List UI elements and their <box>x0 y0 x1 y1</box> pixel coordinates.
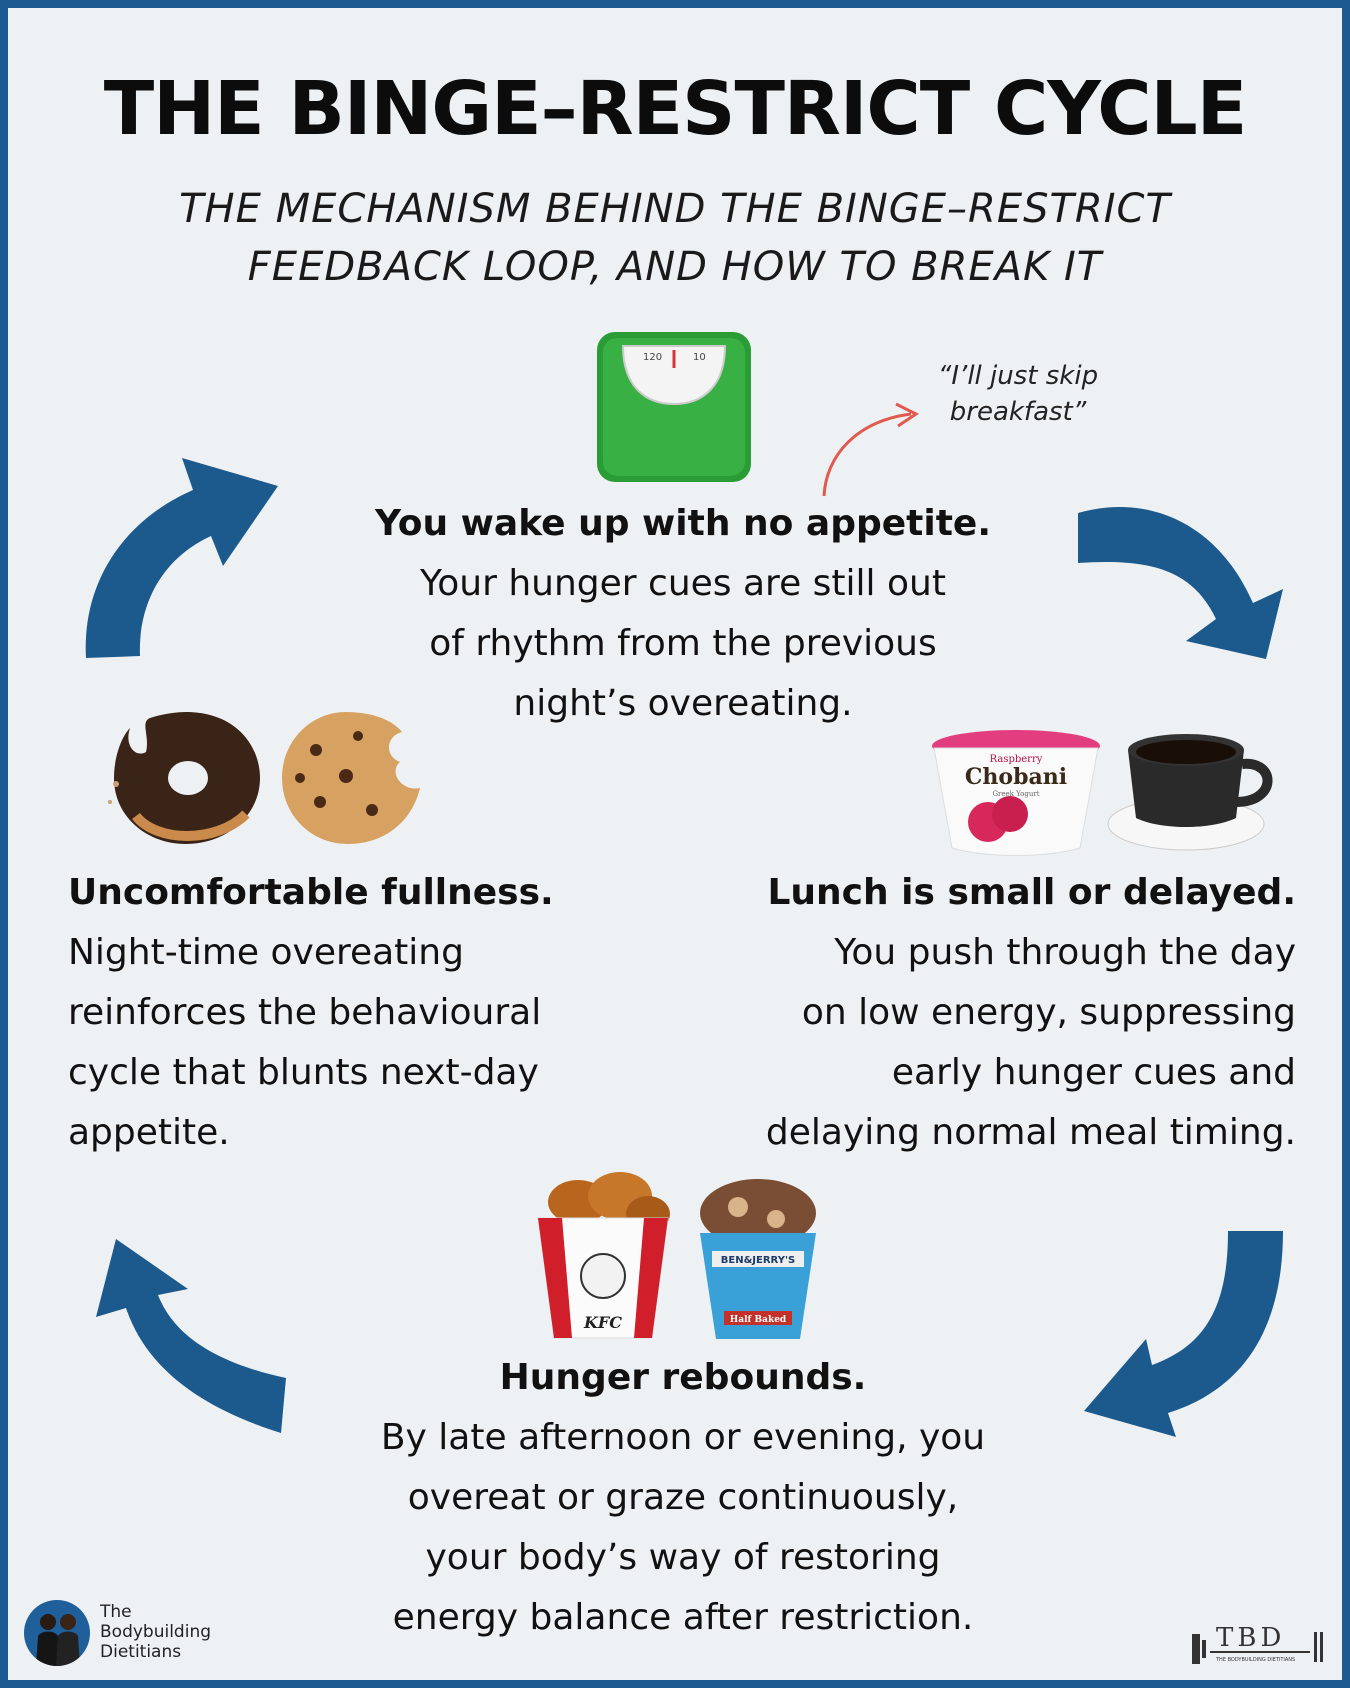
arrow-cycle-icon-top-left <box>85 458 278 658</box>
quote-arrow-icon <box>822 402 919 497</box>
icecream-brand: BEN&JERRY'S <box>721 1255 795 1266</box>
brand-line: Dietitians <box>100 1642 182 1662</box>
step-text-line: You push through the day <box>834 932 1296 973</box>
step-text-line: of rhythm from the previous <box>429 623 937 664</box>
quote-line: breakfast” <box>949 397 1087 427</box>
step-text-line: on low energy, suppressing <box>801 992 1296 1033</box>
step-heading: You wake up with no appetite. <box>374 503 992 544</box>
chicken-bucket-icon: KFC <box>537 1172 670 1339</box>
tbd-logo-text: TBD <box>1216 1623 1285 1653</box>
yogurt-flavor: Raspberry <box>990 754 1043 765</box>
cookie-icon <box>282 712 420 844</box>
step-text-line: your body’s way of restoring <box>425 1537 941 1578</box>
coffee-icon <box>1107 734 1273 851</box>
arrow-cycle-icon-bottom-left <box>96 1239 286 1433</box>
brand-line: The <box>100 1602 132 1622</box>
scale-label-left: 120 <box>643 352 662 363</box>
step-text-line: reinforces the behavioural <box>68 992 542 1033</box>
inner-thought-quote: “I’ll just skip breakfast” <box>908 358 1128 430</box>
step-text-line: Night-time overeating <box>68 932 464 973</box>
step-heading: Uncomfortable fullness. <box>68 872 554 913</box>
step-text-line: Your hunger cues are still out <box>420 563 946 604</box>
step-text-line: overeat or graze continuously, <box>407 1477 959 1518</box>
yogurt-icon: Raspberry Chobani Greek Yogurt <box>932 730 1100 856</box>
subtitle: THE MECHANISM BEHIND THE BINGE–RESTRICT … <box>8 180 1342 296</box>
step-lunch: Lunch is small or delayed. You push thro… <box>668 863 1296 1163</box>
scale-icon: 120 10 <box>597 332 751 482</box>
step-fullness: Uncomfortable fullness. Night-time overe… <box>68 863 668 1163</box>
yogurt-type: Greek Yogurt <box>992 790 1039 798</box>
page-title: THE BINGE–RESTRICT CYCLE <box>103 66 1248 152</box>
icecream-flavor: Half Baked <box>730 1315 787 1325</box>
scale-label-right: 10 <box>693 352 706 363</box>
step-hunger-rebounds: Hunger rebounds. By late afternoon or ev… <box>308 1348 1058 1648</box>
step-text-line: energy balance after restriction. <box>392 1597 974 1638</box>
step-text-line: cycle that blunts next-day <box>68 1052 539 1093</box>
bucket-brand: KFC <box>583 1313 622 1332</box>
step-text-line: night’s overeating. <box>513 683 853 724</box>
step-wake-up: You wake up with no appetite. Your hunge… <box>333 494 1033 734</box>
donut-icon <box>108 712 260 844</box>
arrow-cycle-icon-top-right <box>1078 507 1283 659</box>
brand-line: Bodybuilding <box>100 1622 212 1642</box>
infographic-page: THE BINGE–RESTRICT CYCLE THE MECHANISM B… <box>8 8 1342 1680</box>
subtitle-line: FEEDBACK LOOP, AND HOW TO BREAK IT <box>247 244 1103 290</box>
step-text-line: early hunger cues and <box>891 1052 1296 1093</box>
quote-line: “I’ll just skip <box>937 361 1099 391</box>
avatar <box>24 1600 90 1666</box>
arrow-cycle-icon-bottom-right <box>1084 1231 1283 1437</box>
subtitle-line: THE MECHANISM BEHIND THE BINGE–RESTRICT <box>179 186 1171 232</box>
tbd-logo-subtext: THE BODYBUILDING DIETITIANS <box>1215 1657 1295 1663</box>
step-text-line: delaying normal meal timing. <box>765 1112 1296 1153</box>
step-text-line: appetite. <box>68 1112 230 1153</box>
tbd-logo: TBD THE BODYBUILDING DIETITIANS <box>1192 1623 1323 1664</box>
yogurt-brand: Chobani <box>965 764 1067 790</box>
ice-cream-icon: BEN&JERRY'S Half Baked <box>700 1179 816 1339</box>
step-heading: Lunch is small or delayed. <box>767 872 1296 913</box>
step-heading: Hunger rebounds. <box>499 1357 867 1398</box>
brand-name: The Bodybuilding Dietitians <box>100 1602 250 1662</box>
step-text-line: By late afternoon or evening, you <box>380 1417 986 1458</box>
